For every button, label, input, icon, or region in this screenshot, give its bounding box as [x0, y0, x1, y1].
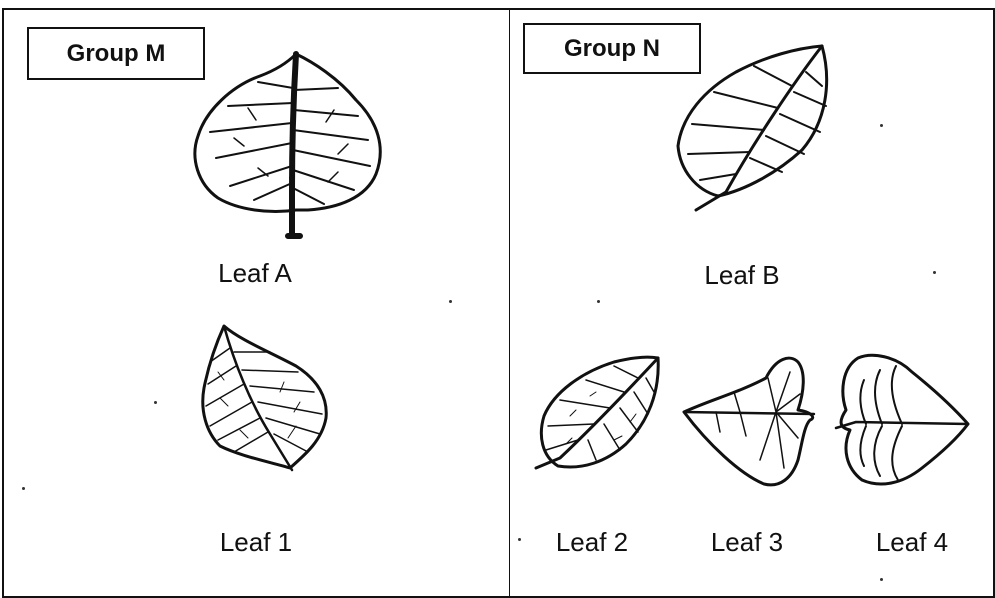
leaf-1-label: Leaf 1: [206, 527, 306, 558]
leaf-a-drawing: [188, 48, 388, 243]
leaf-2-drawing: [530, 352, 664, 474]
group-m-label: Group M: [27, 27, 205, 80]
scan-speck: [22, 487, 25, 490]
leaf-1-drawing: [200, 322, 332, 472]
leaf-4-label: Leaf 4: [862, 527, 962, 558]
scan-speck: [933, 271, 936, 274]
leaf-2-label: Leaf 2: [542, 527, 642, 558]
leaf-b-drawing: [674, 42, 834, 214]
leaf-a-label: Leaf A: [205, 258, 305, 289]
scan-speck: [449, 300, 452, 303]
scan-speck: [880, 124, 883, 127]
scan-speck: [597, 300, 600, 303]
leaf-3-drawing: [680, 348, 818, 492]
scan-speck: [518, 538, 521, 541]
leaf-3-label: Leaf 3: [697, 527, 797, 558]
leaf-b-label: Leaf B: [692, 260, 792, 291]
leaf-4-drawing: [832, 348, 974, 490]
scan-speck: [154, 401, 157, 404]
scan-speck: [880, 578, 883, 581]
